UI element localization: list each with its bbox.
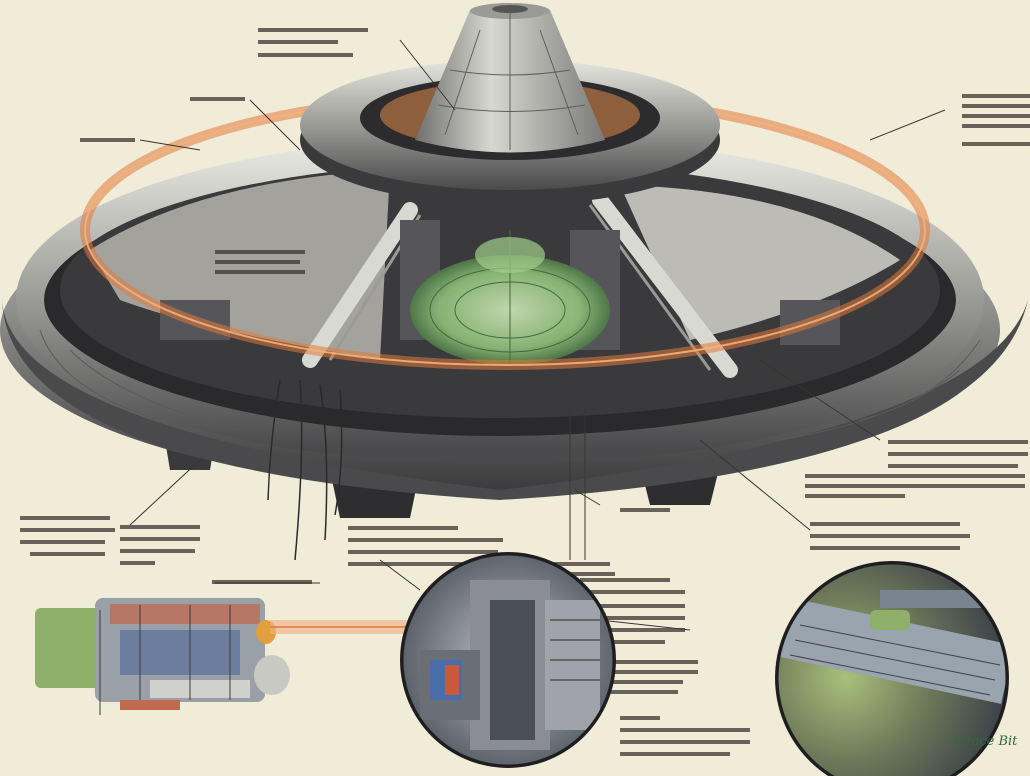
central-tower [300,3,720,205]
callout-inner-left [215,250,305,274]
callout-lower-right [810,522,970,550]
callout-lens-right [540,562,750,756]
callout-top-right [962,94,1030,146]
engine-module [35,598,410,715]
artist-signature: Grace Bit [955,734,1018,749]
callout-blocks [20,28,1030,756]
detail-lens-machinery [400,552,616,768]
callout-small [212,508,670,584]
callout-top-left [80,97,245,142]
callout-top-center [258,28,368,57]
detail-lens-conduit [775,561,1009,776]
cables [267,379,343,561]
callout-left [20,516,200,565]
leader-lines [129,39,946,631]
interior-deck [60,162,940,418]
callout-mid-right [805,440,1028,498]
callout-center-bottom [348,526,503,566]
